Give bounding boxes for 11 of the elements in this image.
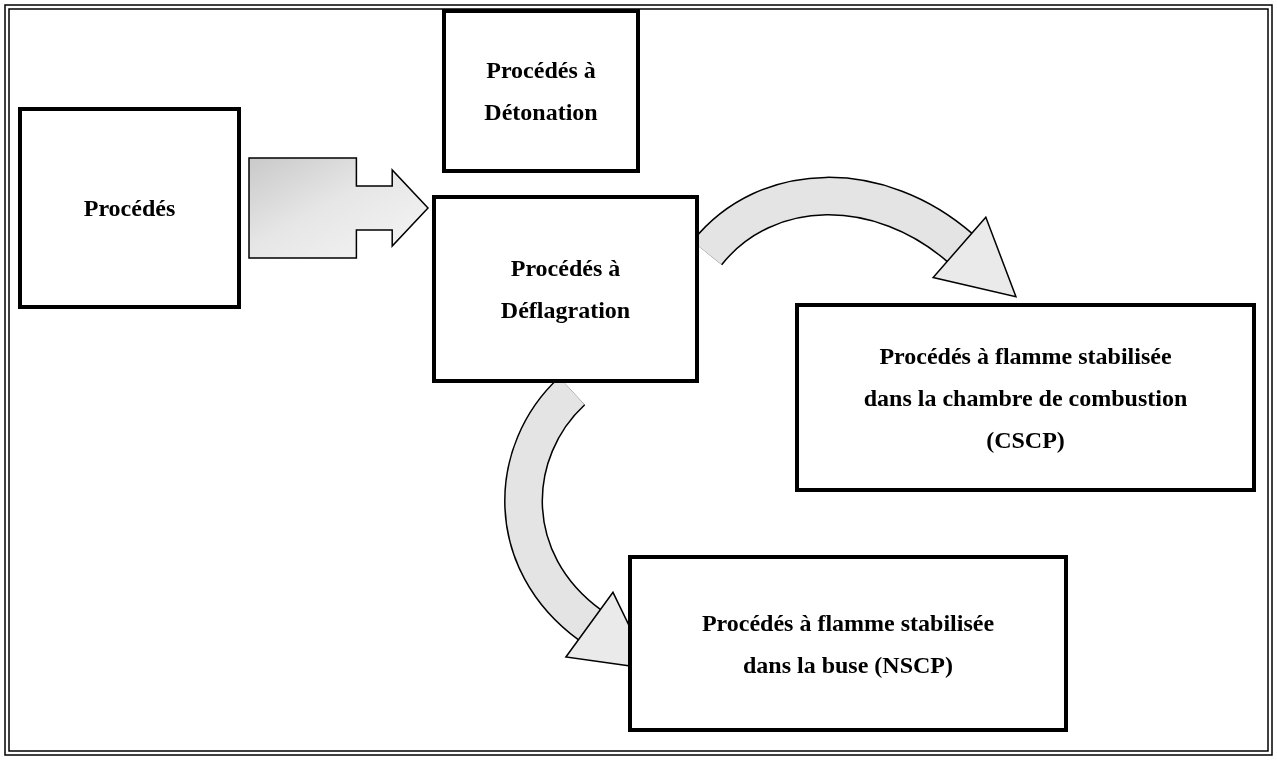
process-box: [432, 195, 699, 383]
block-arrow: [248, 157, 430, 259]
box-label: Procédés à flamme stabilisée dans la buse (NSCP): [700, 608, 996, 680]
box-label: Procédés à Déflagration: [499, 254, 632, 325]
process-box: [795, 303, 1256, 492]
box-label: Procédés: [83, 194, 176, 223]
process-box: [18, 107, 241, 309]
box-label: Procédés à flamme stabilisée dans la chambre de combustion (CSCP): [862, 341, 1189, 455]
process-box: [442, 9, 640, 173]
box-label: Procédés à Détonation: [483, 56, 599, 127]
process-box: [628, 555, 1068, 732]
